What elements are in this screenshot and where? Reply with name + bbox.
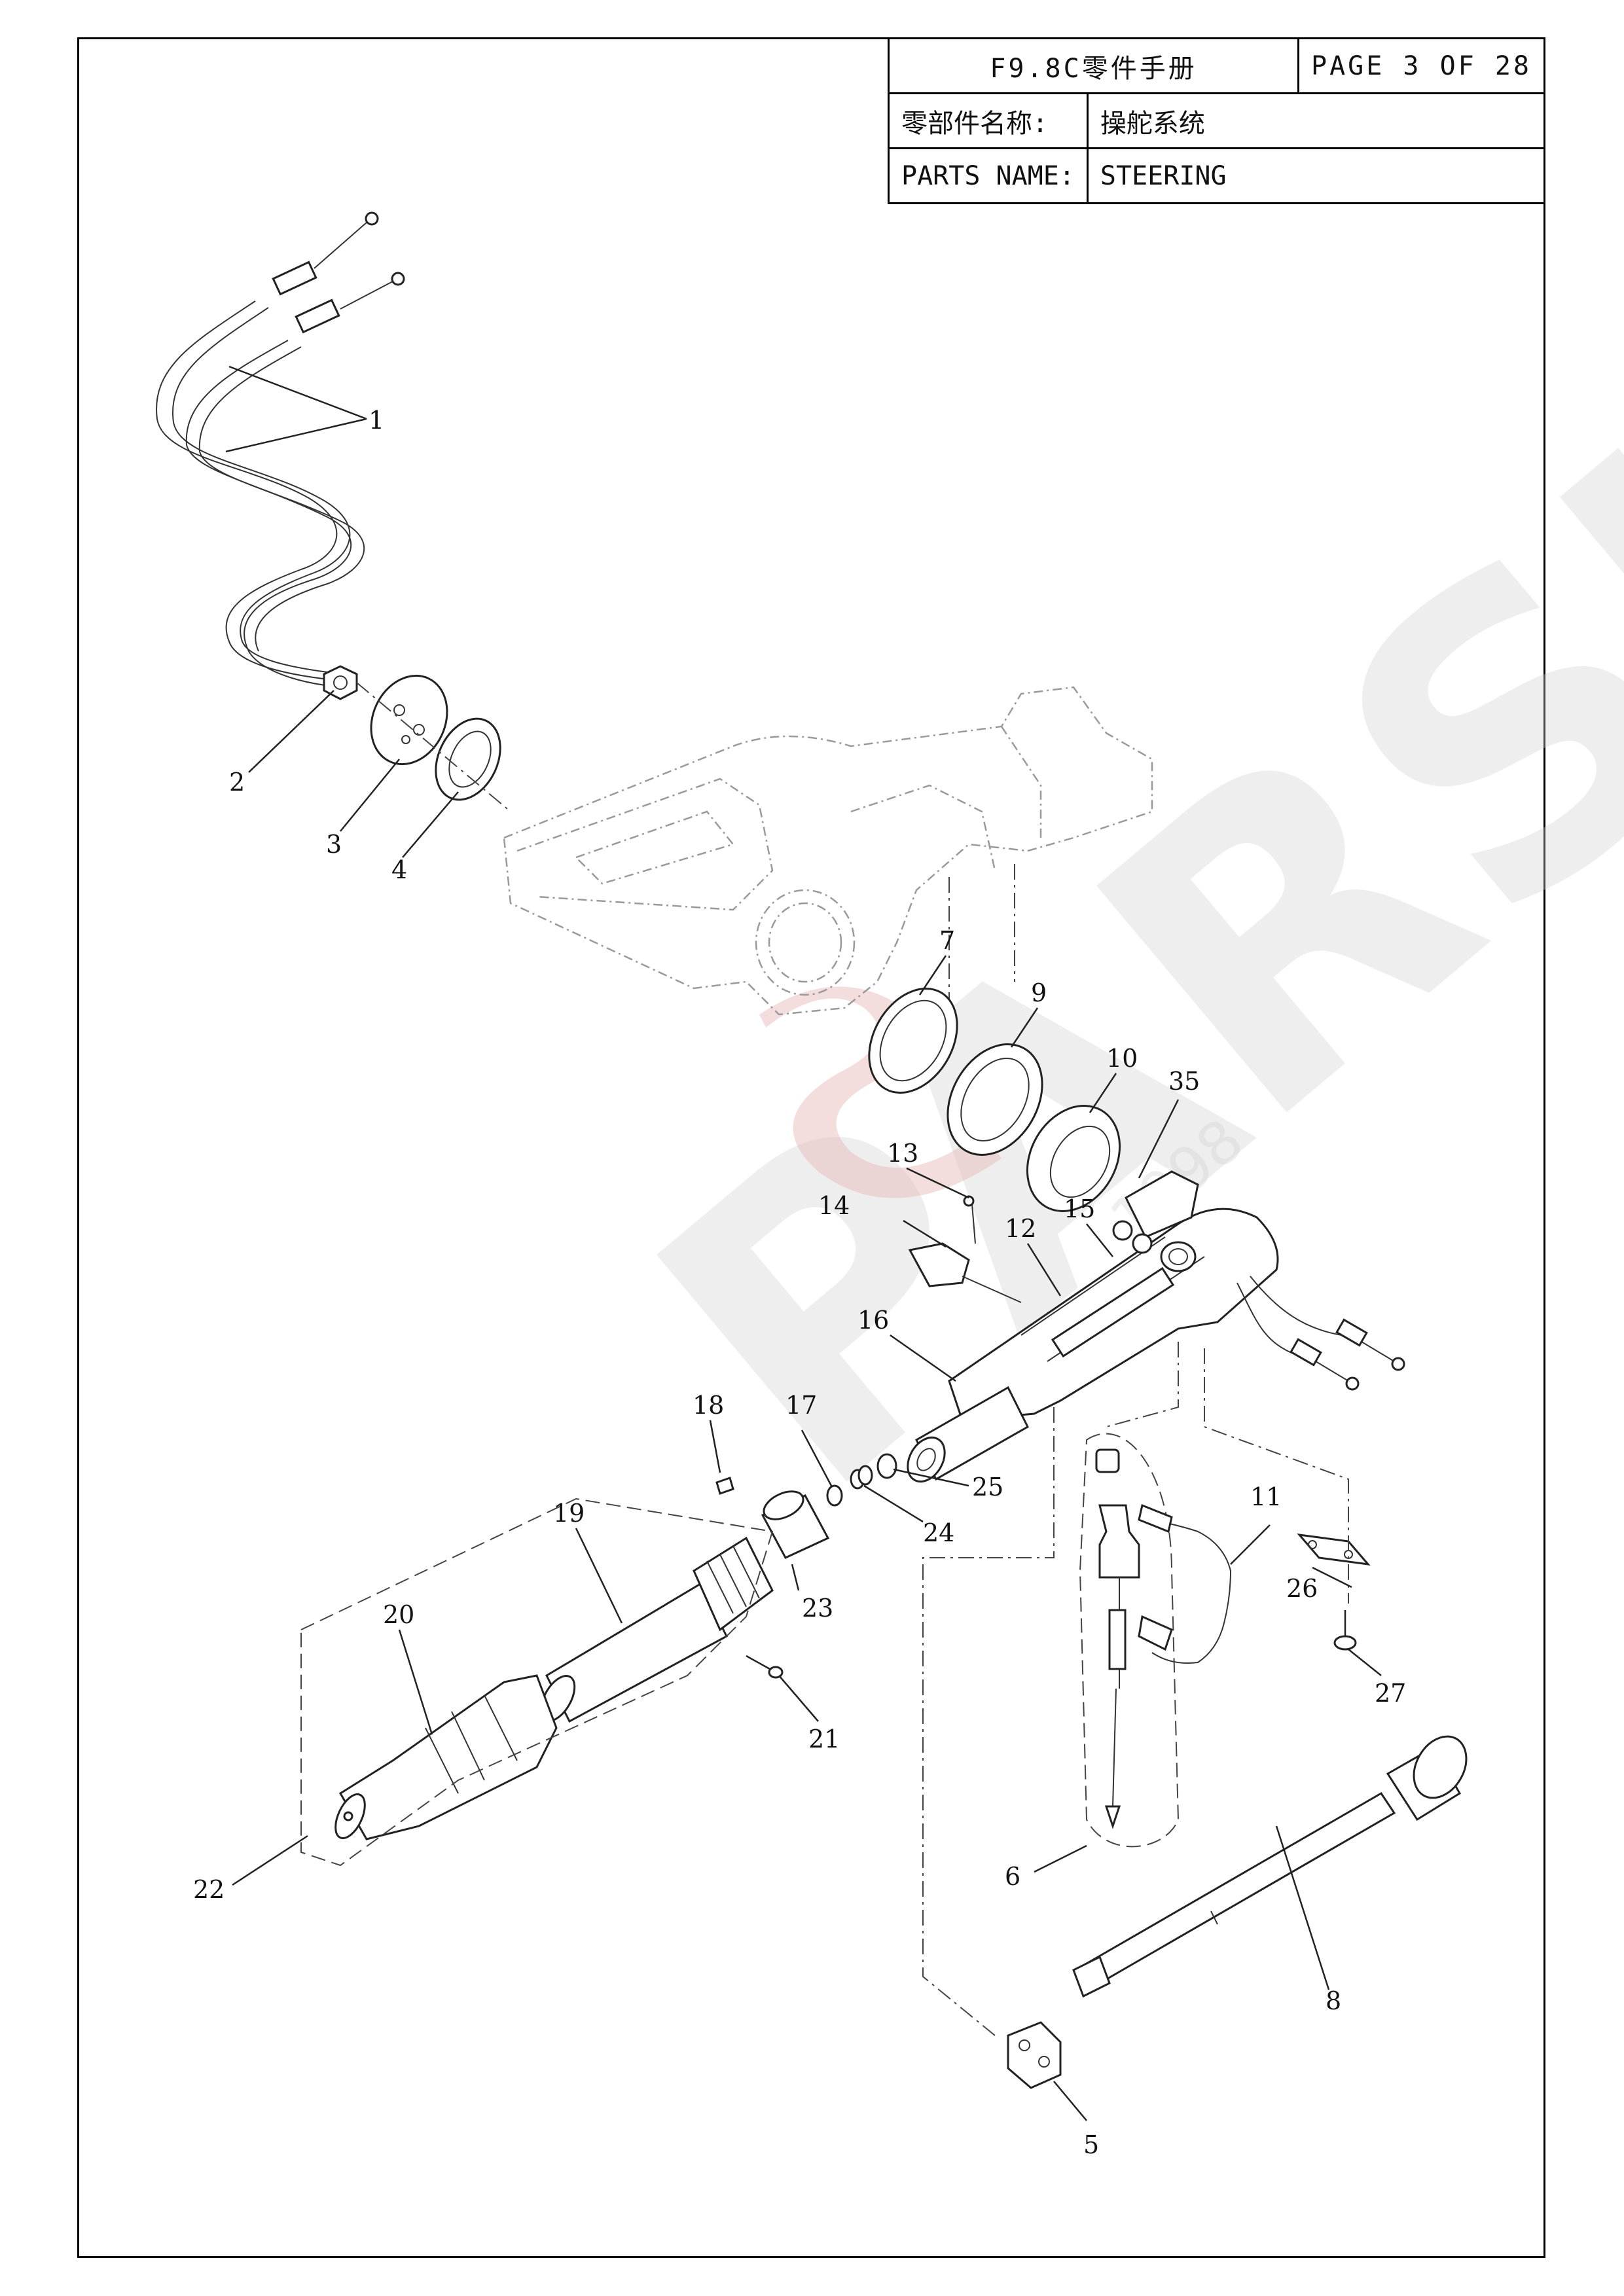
- swivel-bracket-phantom: [503, 686, 1153, 1016]
- part-4-grommet: [435, 717, 501, 801]
- title-block: F9.8C零件手册 PAGE 3 OF 28 零部件名称: 操舵系统 PARTS…: [887, 37, 1546, 204]
- manual-title: F9.8C零件手册: [887, 37, 1300, 94]
- callout-10: 10: [1106, 1044, 1138, 1073]
- callout-9: 9: [1031, 978, 1047, 1007]
- part-9-bushing: [947, 1043, 1043, 1156]
- part-27-bolt: [1333, 1610, 1357, 1651]
- callout-20: 20: [383, 1600, 414, 1629]
- part-18-screw: [715, 1477, 734, 1495]
- part-5-pivot-block: [1007, 2021, 1062, 2089]
- callout-17: 17: [785, 1391, 817, 1420]
- callout-2: 2: [229, 768, 245, 797]
- callout-15: 15: [1064, 1194, 1095, 1223]
- callout-18: 18: [693, 1391, 724, 1420]
- callout-27: 27: [1375, 1679, 1406, 1708]
- callout-23: 23: [802, 1594, 833, 1623]
- leader-lines: [232, 690, 1382, 2121]
- page-number: PAGE 3 OF 28: [1297, 37, 1545, 94]
- part-10-bushing: [1026, 1105, 1121, 1212]
- callout-25: 25: [972, 1473, 1003, 1501]
- part-16-throttle-shaft: [907, 1386, 1029, 1483]
- assembly-centerlines: [922, 1342, 1349, 2036]
- part-14-friction-knob: [908, 1242, 1022, 1303]
- callout-7: 7: [939, 926, 955, 955]
- part-1-cables: [156, 211, 405, 688]
- callout-19: 19: [553, 1499, 585, 1528]
- part-23-collar: [761, 1490, 830, 1559]
- callout-24: 24: [923, 1518, 954, 1547]
- part-24-spring: [850, 1465, 873, 1490]
- callout-16: 16: [857, 1306, 889, 1335]
- callout-labels: 1 2 3 4 5 6 7 8 9 10 11 12 13 14 15 16 1…: [193, 406, 1406, 2159]
- part-8-steering-rod: [1072, 1735, 1468, 1998]
- parts-name-en-label: PARTS NAME:: [888, 147, 1089, 204]
- parts-name-cn-value: 操舵系统: [1086, 92, 1546, 149]
- callout-4: 4: [391, 855, 407, 884]
- callout-11: 11: [1250, 1482, 1282, 1511]
- part-26-plate: [1297, 1533, 1371, 1566]
- callout-26: 26: [1286, 1574, 1318, 1603]
- part-25-washer: [876, 1453, 897, 1479]
- callout-5: 5: [1083, 2130, 1099, 2159]
- part-11-lanyard: [1138, 1503, 1232, 1664]
- parts-name-en-value: STEERING: [1086, 147, 1546, 204]
- callout-3: 3: [326, 830, 342, 859]
- part-19-throttle-tube: [539, 1536, 774, 1723]
- bracket-cables: [1236, 1276, 1405, 1391]
- part-20-grip: [334, 1674, 558, 1840]
- part-13-pin: [963, 1195, 976, 1244]
- part-2-nut: [323, 665, 358, 700]
- watermark-red-s: [759, 986, 1001, 1198]
- part-12-steering-bracket: [948, 1170, 1279, 1422]
- callout-6: 6: [1005, 1862, 1020, 1891]
- callout-1: 1: [369, 406, 384, 435]
- part-22-grip-assembly-outline: [300, 1498, 774, 1867]
- part-7-washer: [868, 988, 958, 1094]
- part-17-washer: [826, 1484, 843, 1507]
- callout-21: 21: [808, 1725, 840, 1753]
- drawing-frame: [77, 37, 1545, 2258]
- parts-name-cn-label: 零部件名称:: [888, 92, 1089, 149]
- callout-13: 13: [887, 1139, 918, 1168]
- part-21-screw: [746, 1655, 784, 1679]
- callout-8: 8: [1326, 1986, 1341, 2015]
- part-6-stop-switch: [1079, 1433, 1180, 1848]
- callout-22: 22: [193, 1875, 225, 1904]
- callout-14: 14: [818, 1191, 850, 1220]
- callout-12: 12: [1005, 1214, 1036, 1243]
- callout-35: 35: [1168, 1067, 1200, 1096]
